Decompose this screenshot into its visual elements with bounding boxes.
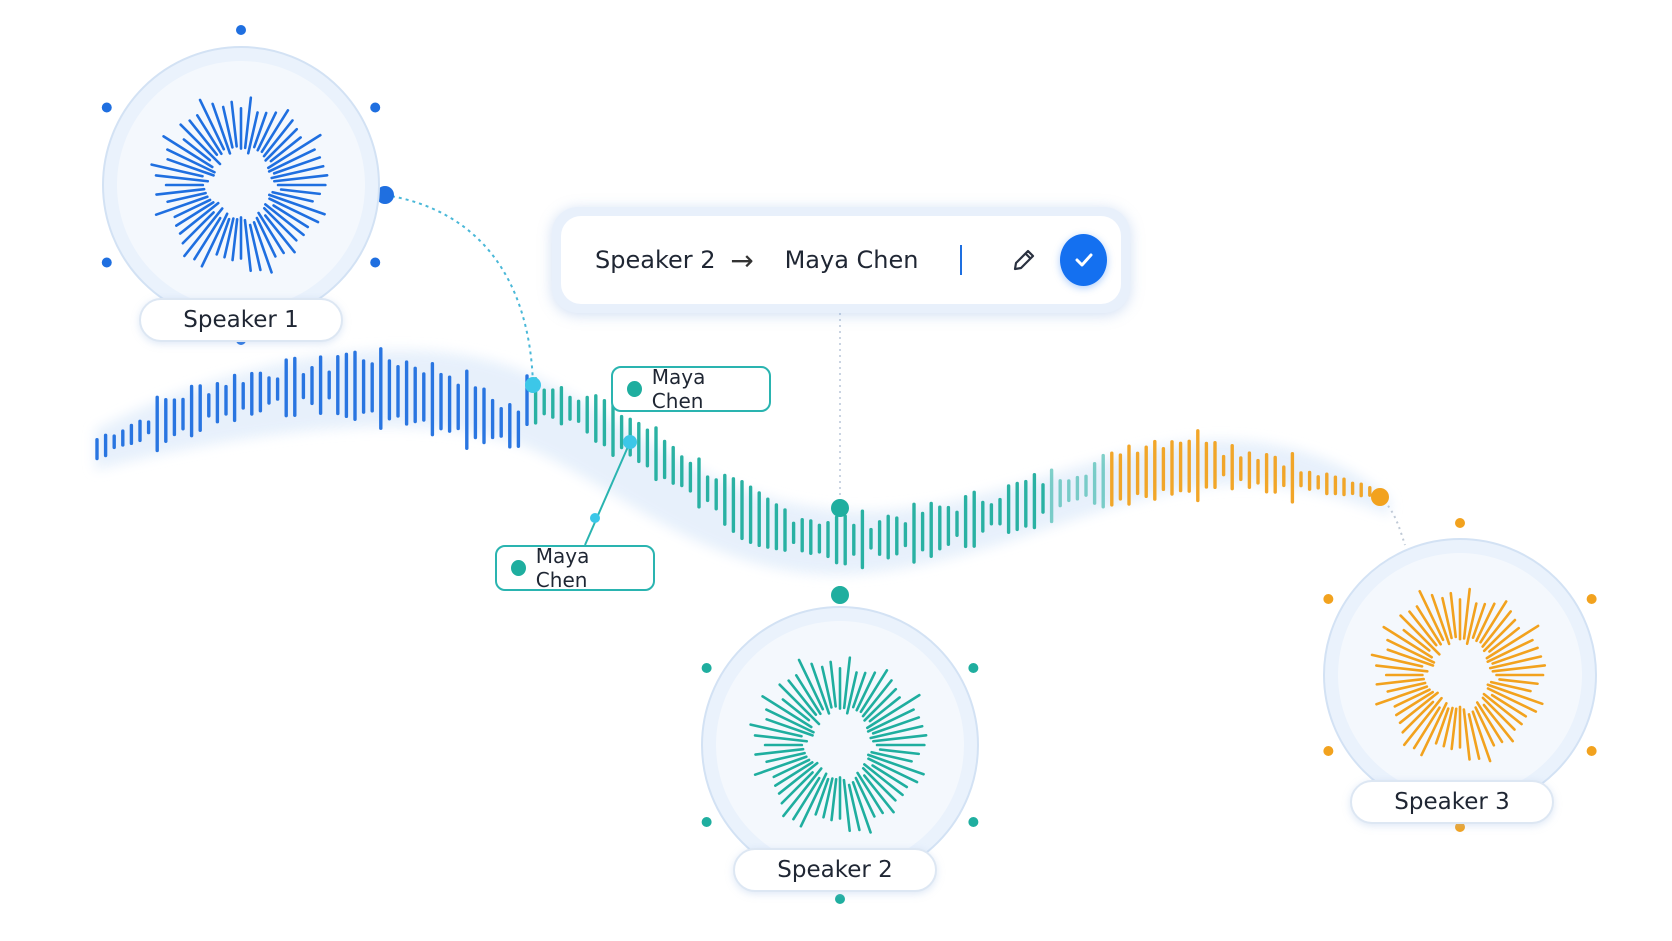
marker-tag-top[interactable] bbox=[623, 435, 637, 449]
orbit-dot bbox=[1323, 746, 1334, 756]
arrow-right-icon: → bbox=[730, 243, 754, 277]
orbit-dot bbox=[370, 257, 381, 268]
speaker-name-tag-bottom[interactable]: Maya Chen bbox=[495, 544, 655, 592]
speaker-color-dot bbox=[511, 560, 526, 576]
orbit-dot bbox=[101, 102, 112, 113]
connector-speaker1 bbox=[384, 194, 534, 386]
tag-connector bbox=[584, 441, 631, 546]
orbit-dot bbox=[701, 817, 712, 827]
speaker-3-label[interactable]: Speaker 3 bbox=[1350, 780, 1554, 824]
marker-speaker3[interactable] bbox=[1371, 488, 1389, 506]
orbit-dot bbox=[1586, 594, 1597, 604]
rename-speaker-panel: Speaker 2 → Maya Chen bbox=[552, 207, 1130, 313]
orbit-dot bbox=[101, 257, 112, 268]
rename-speaker-row: Speaker 2 → Maya Chen bbox=[561, 216, 1121, 304]
orbit-dot bbox=[701, 663, 712, 673]
speaker-color-dot bbox=[627, 381, 642, 397]
orbit-dot bbox=[1586, 746, 1597, 756]
orbit-dot bbox=[1455, 518, 1465, 528]
speaker-1-label[interactable]: Speaker 1 bbox=[139, 298, 343, 342]
speaker-orbs bbox=[101, 25, 1597, 904]
confirm-rename-button[interactable] bbox=[1060, 234, 1107, 286]
orbit-dot bbox=[835, 586, 845, 596]
text-cursor bbox=[960, 245, 962, 275]
pencil-icon bbox=[1013, 249, 1035, 271]
orbit-dot bbox=[968, 663, 979, 673]
orbit-dot bbox=[236, 25, 246, 35]
original-speaker-name: Speaker 2 bbox=[595, 246, 716, 274]
new-speaker-name-input[interactable]: Maya Chen bbox=[784, 246, 919, 274]
marker-speaker2-top[interactable] bbox=[831, 499, 849, 517]
marker-boundary-1[interactable] bbox=[525, 377, 541, 393]
edit-button[interactable] bbox=[1006, 240, 1042, 280]
marker-tag-bottom bbox=[590, 513, 600, 523]
checkmark-icon bbox=[1075, 253, 1093, 267]
orbit-dot bbox=[1455, 822, 1465, 832]
orbit-dot bbox=[370, 102, 381, 113]
tag-label: Maya Chen bbox=[651, 365, 706, 413]
speaker-orb[interactable] bbox=[1323, 518, 1597, 832]
speaker-2-label[interactable]: Speaker 2 bbox=[733, 848, 937, 892]
tag-label: Maya Chen bbox=[535, 544, 590, 592]
marker-speaker1[interactable] bbox=[376, 186, 394, 204]
orbit-dot bbox=[835, 894, 845, 904]
speaker-orb[interactable] bbox=[101, 25, 381, 345]
orbit-dot bbox=[968, 817, 979, 827]
orbit-dot bbox=[1323, 594, 1334, 604]
speaker-name-tag-top[interactable]: Maya Chen bbox=[611, 365, 771, 413]
waveform-bars bbox=[95, 347, 1372, 570]
waveform-band bbox=[95, 350, 1390, 575]
speaker-orb[interactable] bbox=[701, 586, 979, 904]
